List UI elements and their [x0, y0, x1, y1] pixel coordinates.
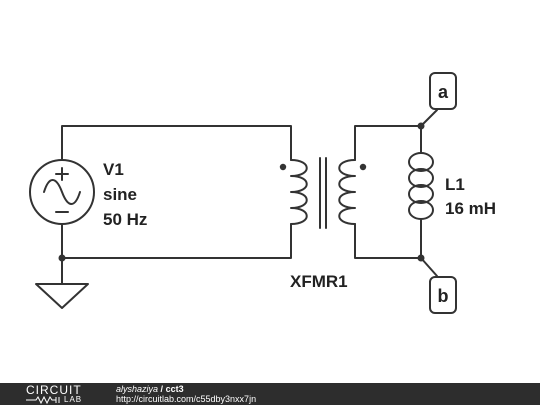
node-a-box [429, 72, 457, 110]
author-line: alyshaziya / cct3 [116, 384, 256, 394]
inductor-value-label: 16 mH [445, 199, 496, 218]
circuitlab-logo[interactable]: CIRCUIT LAB [26, 383, 106, 405]
author-link[interactable]: alyshaziya [116, 384, 159, 394]
inductor-l1 [408, 147, 434, 237]
node-b-label: b [438, 286, 449, 306]
author-separator: / [160, 384, 164, 394]
footer-info: alyshaziya / cct3 http://circuitlab.com/… [116, 384, 256, 404]
primary-top-wire [61, 125, 292, 161]
circuit-schematic: a b V1 sine 50 Hz XFMR1 L1 16 mH [29, 72, 496, 314]
node-a-junction-dot [417, 122, 425, 130]
logo-circuit-text: CIRCUIT [26, 383, 82, 397]
source-name-label: V1 [103, 160, 124, 179]
node-b-junction-dot [417, 254, 425, 262]
source-frequency-label: 50 Hz [103, 210, 147, 229]
inductor-name-label: L1 [445, 175, 465, 194]
node-b-lead [420, 257, 438, 277]
logo-lab-text: LAB [64, 395, 83, 404]
source-type-label: sine [103, 185, 137, 204]
node-b-box [429, 276, 457, 314]
transformer-name-label: XFMR1 [290, 272, 348, 291]
voltage-source-v1 [29, 159, 95, 225]
transformer-primary-coil [290, 159, 308, 225]
circuit-name-link[interactable]: cct3 [165, 384, 184, 394]
transformer-secondary-coil [338, 159, 356, 225]
footer-bar: CIRCUIT LAB alyshaziya / cct3 http://cir… [0, 383, 540, 405]
transformer-core [319, 157, 327, 229]
primary-bottom-wire [61, 223, 292, 259]
node-a-lead [420, 109, 438, 127]
secondary-polarity-dot [359, 163, 367, 171]
secondary-bottom-wire [354, 223, 422, 259]
ground-junction-dot [58, 254, 66, 262]
secondary-top-wire [354, 125, 422, 161]
logo-wire-icon [26, 395, 60, 405]
ground-symbol [35, 283, 89, 309]
circuit-url[interactable]: http://circuitlab.com/c55dby3nxx7jn [116, 394, 257, 404]
primary-polarity-dot [279, 163, 287, 171]
node-a-label: a [438, 82, 449, 102]
